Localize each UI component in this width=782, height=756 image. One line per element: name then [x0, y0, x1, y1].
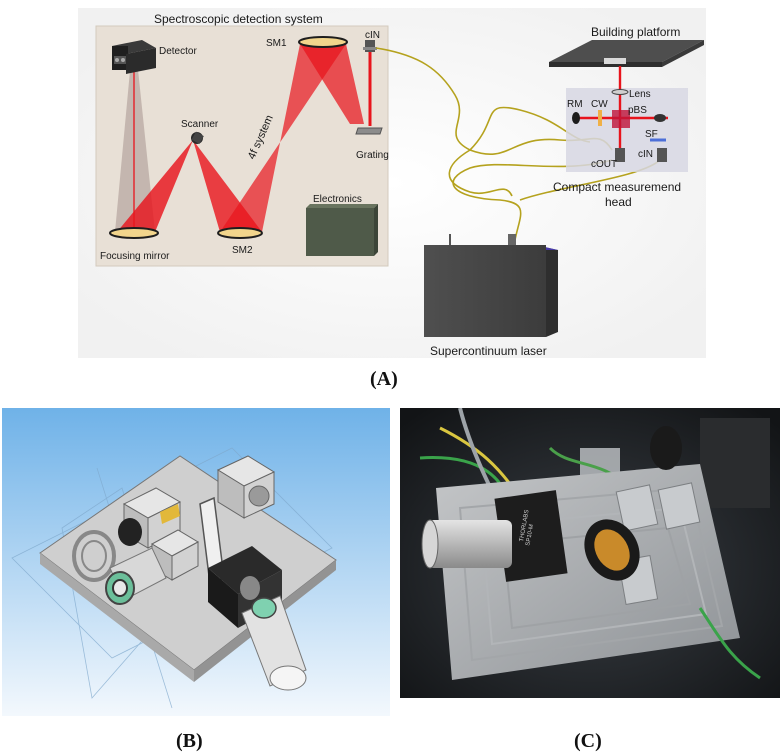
grating	[355, 127, 383, 135]
building-platform	[549, 40, 704, 67]
cw-label: CW	[591, 99, 608, 110]
panel-b-label: (B)	[176, 730, 203, 752]
panel-a-diagram: Spectroscopic detection system Detector …	[78, 8, 706, 358]
lens-tube	[421, 519, 512, 569]
cin-collimator-top	[363, 40, 377, 52]
black-knob	[118, 518, 142, 546]
adjuster-knob	[650, 426, 682, 470]
optomechanical-blocks	[122, 455, 276, 581]
cin-head-label: cIN	[638, 149, 653, 160]
lens-label: Lens	[629, 89, 651, 100]
scanner	[191, 131, 204, 144]
panel-b-cad-render	[2, 408, 390, 716]
grating-label: Grating	[356, 150, 389, 161]
sm1-mirror	[298, 36, 348, 48]
cout-label: cOUT	[591, 159, 617, 170]
panel-a-label: (A)	[370, 368, 398, 390]
sm2-label: SM2	[232, 245, 253, 256]
spectroscopic-beams	[115, 44, 372, 232]
panel-c-photo: THORLABS SP10-M	[400, 408, 780, 698]
pbs-label: pBS	[628, 105, 647, 116]
panel-c-label: (C)	[574, 730, 602, 752]
electronics-label: Electronics	[313, 194, 362, 205]
laser-label: Supercontinuum laser	[430, 344, 547, 358]
sm1-label: SM1	[266, 38, 287, 49]
mount-text-2: SP10-M	[525, 524, 535, 546]
sm2-mirror	[217, 227, 263, 239]
electronics-box	[306, 204, 378, 256]
scanner-label: Scanner	[181, 119, 219, 130]
mount-text-1: THORLABS	[519, 509, 531, 542]
gold-optic	[160, 504, 180, 524]
rotation-mount	[584, 519, 640, 581]
ring-mount	[72, 530, 116, 582]
background-equipment	[700, 418, 770, 508]
detector	[112, 40, 156, 74]
sf-label: SF	[645, 129, 658, 140]
focusing-mirror	[109, 227, 159, 239]
rm-label: RM	[567, 99, 583, 110]
cin-top-label: cIN	[365, 30, 380, 41]
head-label-line2: head	[605, 195, 632, 209]
green-collimator	[105, 547, 167, 605]
green-cable	[698, 607, 761, 680]
thorlabs-mount: THORLABS SP10-M	[494, 490, 568, 582]
building-platform-label: Building platform	[591, 25, 680, 39]
clamp-mounts	[615, 482, 701, 606]
supercontinuum-laser	[424, 234, 558, 337]
measurement-head	[566, 66, 688, 172]
cylinder-collimator	[241, 595, 307, 691]
detector-label: Detector	[159, 46, 197, 57]
focusing-mirror-label: Focusing mirror	[100, 251, 170, 262]
head-label-line1: Compact measuremend	[553, 180, 681, 194]
system-title: Spectroscopic detection system	[154, 12, 323, 26]
